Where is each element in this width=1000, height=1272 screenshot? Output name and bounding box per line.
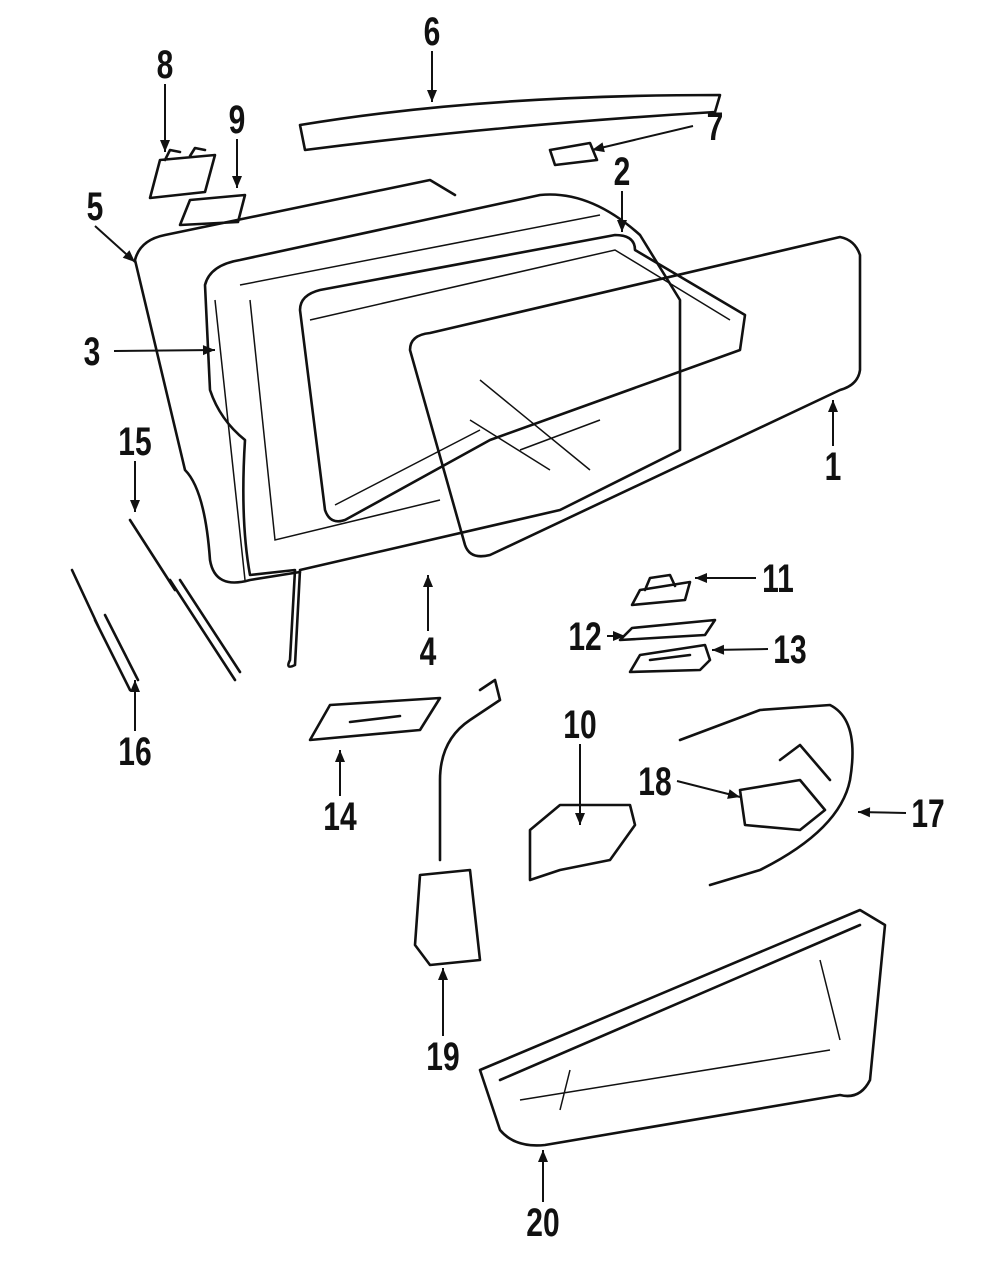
callout-label: 15 bbox=[118, 420, 151, 464]
callout-label: 9 bbox=[229, 98, 246, 142]
arrowhead-icon bbox=[130, 680, 140, 692]
part-strut-right bbox=[70, 568, 140, 692]
part-clip bbox=[548, 141, 599, 167]
callout-label: 19 bbox=[426, 1035, 459, 1079]
part-trim-inner bbox=[519, 959, 841, 1111]
arrowhead-icon bbox=[828, 400, 838, 412]
callout-3: 3 bbox=[84, 330, 216, 374]
callout-label: 18 bbox=[638, 760, 671, 804]
leader-line bbox=[591, 125, 694, 151]
part-glass-seal-inner bbox=[309, 249, 731, 506]
arrowhead-icon bbox=[130, 500, 140, 512]
part-shim bbox=[618, 618, 717, 642]
callout-label: 16 bbox=[118, 730, 151, 774]
callout-2: 2 bbox=[614, 150, 631, 232]
callout-12: 12 bbox=[568, 615, 625, 659]
part-lock bbox=[738, 743, 832, 832]
callout-label: 11 bbox=[762, 557, 794, 601]
callout-label: 10 bbox=[563, 703, 596, 747]
callout-label: 2 bbox=[614, 150, 631, 194]
arrowhead-icon bbox=[427, 90, 437, 102]
part-liftgate-inner bbox=[214, 214, 601, 581]
part-spoiler bbox=[298, 93, 722, 152]
callout-label: 5 bbox=[87, 185, 104, 229]
callout-17: 17 bbox=[857, 792, 945, 836]
callout-18: 18 bbox=[638, 760, 741, 804]
part-washer bbox=[413, 678, 502, 967]
arrowhead-icon bbox=[727, 789, 740, 799]
callout-label: 7 bbox=[707, 105, 724, 149]
callout-1: 1 bbox=[825, 400, 842, 489]
arrowhead-icon bbox=[423, 575, 433, 587]
callout-label: 17 bbox=[911, 792, 944, 836]
part-trim-panel bbox=[478, 908, 887, 1147]
callout-label: 14 bbox=[323, 795, 357, 839]
callout-16: 16 bbox=[118, 680, 152, 774]
arrowhead-icon bbox=[202, 345, 215, 356]
callout-7: 7 bbox=[591, 105, 724, 153]
callout-label: 4 bbox=[420, 630, 437, 674]
part-liftgate bbox=[203, 193, 682, 668]
arrowhead-icon bbox=[160, 140, 170, 152]
arrowhead-icon bbox=[617, 220, 627, 232]
part-bracket bbox=[628, 643, 712, 674]
callout-15: 15 bbox=[118, 420, 152, 512]
leader-line bbox=[113, 349, 216, 352]
part-strut-left bbox=[128, 518, 242, 682]
arrowhead-icon bbox=[438, 968, 448, 980]
callout-4: 4 bbox=[420, 575, 437, 674]
arrowhead-icon bbox=[232, 176, 242, 188]
callout-label: 3 bbox=[84, 330, 101, 374]
arrowhead-icon bbox=[122, 250, 135, 262]
callout-13: 13 bbox=[711, 628, 807, 672]
part-glass bbox=[408, 235, 862, 558]
part-striker bbox=[630, 573, 692, 607]
arrowhead-icon bbox=[712, 644, 725, 655]
callout-19: 19 bbox=[426, 968, 460, 1079]
callout-label: 13 bbox=[773, 628, 806, 672]
part-latch bbox=[528, 803, 637, 882]
part-hinge bbox=[148, 146, 217, 200]
callout-label: 6 bbox=[424, 10, 441, 54]
callout-9: 9 bbox=[229, 98, 246, 188]
part-cable bbox=[678, 703, 854, 887]
part-glass-reflection bbox=[469, 379, 601, 471]
callout-14: 14 bbox=[323, 750, 357, 839]
callout-8: 8 bbox=[157, 43, 174, 152]
arrowhead-icon bbox=[335, 750, 345, 762]
arrowhead-icon bbox=[695, 573, 707, 583]
arrowhead-icon bbox=[538, 1150, 548, 1162]
callout-10: 10 bbox=[563, 703, 597, 825]
part-glass-seal bbox=[298, 233, 747, 523]
arrowhead-icon bbox=[858, 807, 871, 818]
part-lamp-bracket bbox=[308, 696, 442, 742]
callout-label: 12 bbox=[568, 615, 601, 659]
callout-11: 11 bbox=[695, 557, 794, 601]
part-weatherstrip bbox=[133, 178, 457, 584]
arrowhead-icon bbox=[613, 631, 625, 641]
callout-label: 8 bbox=[157, 43, 174, 87]
callout-label: 1 bbox=[825, 445, 842, 489]
arrowhead-icon bbox=[575, 813, 585, 825]
callout-5: 5 bbox=[87, 185, 136, 263]
callout-6: 6 bbox=[424, 10, 441, 102]
callout-label: 20 bbox=[526, 1201, 559, 1245]
arrowhead-icon bbox=[592, 142, 605, 153]
callout-20: 20 bbox=[526, 1150, 560, 1245]
